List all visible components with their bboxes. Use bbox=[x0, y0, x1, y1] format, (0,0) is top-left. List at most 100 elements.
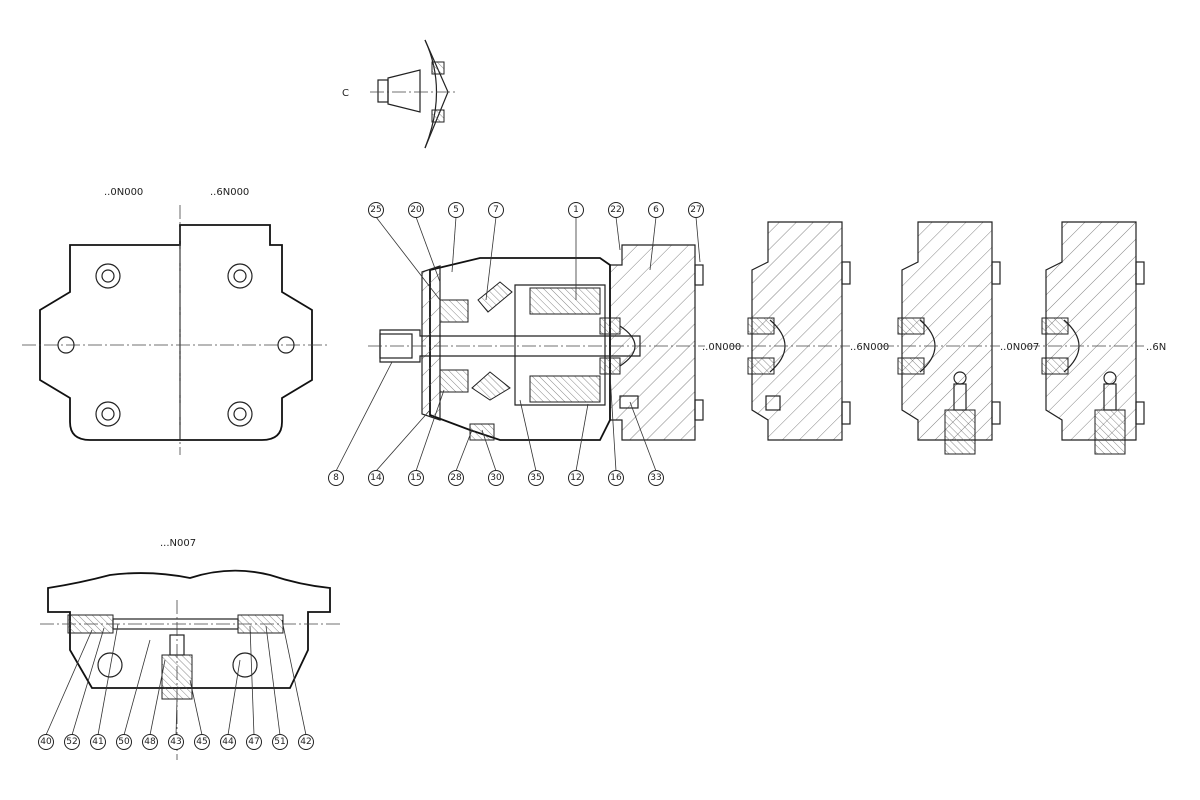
callout-28: 28 bbox=[448, 470, 464, 486]
callout-bubble-42 bbox=[298, 734, 314, 750]
callout-bubble-22 bbox=[608, 202, 624, 218]
callout-leader-20 bbox=[415, 216, 441, 283]
callout-number-51: 51 bbox=[274, 737, 285, 747]
callout-bubble-33 bbox=[648, 470, 664, 486]
variant-view-6n: ..6N bbox=[1026, 221, 1166, 455]
callout-number-27: 27 bbox=[690, 205, 701, 215]
callout-number-47: 47 bbox=[248, 737, 259, 747]
callout-number-50: 50 bbox=[118, 737, 130, 747]
callout-bubble-50 bbox=[116, 734, 132, 750]
callout-number-12: 12 bbox=[570, 473, 581, 483]
callout-bubble-25 bbox=[368, 202, 384, 218]
callout-bubble-8 bbox=[328, 470, 344, 486]
rear-view-label-0n000: ..0N000 bbox=[104, 187, 143, 198]
callout-bubble-40 bbox=[38, 734, 54, 750]
callout-bubble-35 bbox=[528, 470, 544, 486]
callout-leader-40 bbox=[45, 629, 93, 736]
callout-47: 47 bbox=[246, 734, 262, 750]
callout-25: 25 bbox=[368, 202, 384, 218]
callout-number-33: 33 bbox=[650, 473, 661, 483]
callout-bubble-16 bbox=[608, 470, 624, 486]
callout-6: 6 bbox=[648, 202, 664, 218]
callout-1: 1 bbox=[568, 202, 584, 218]
callout-22: 22 bbox=[608, 202, 624, 218]
callout-bubble-7 bbox=[488, 202, 504, 218]
callout-leader-28 bbox=[455, 429, 473, 472]
callout-number-6: 6 bbox=[653, 205, 659, 215]
callout-bubble-14 bbox=[368, 470, 384, 486]
callout-number-14: 14 bbox=[370, 473, 382, 483]
callout-number-5: 5 bbox=[453, 205, 459, 215]
callout-bubble-45 bbox=[194, 734, 210, 750]
callout-42: 42 bbox=[298, 734, 314, 750]
callout-bubble-6 bbox=[648, 202, 664, 218]
callout-number-25: 25 bbox=[370, 205, 381, 215]
callout-40: 40 bbox=[38, 734, 54, 750]
callout-leader-44 bbox=[227, 659, 241, 736]
callout-5: 5 bbox=[448, 202, 464, 218]
callout-leader-8 bbox=[335, 361, 393, 472]
callout-12: 12 bbox=[568, 470, 584, 486]
callout-bubble-30 bbox=[488, 470, 504, 486]
callout-leader-33 bbox=[629, 401, 657, 472]
callout-number-43: 43 bbox=[170, 737, 181, 747]
callout-number-20: 20 bbox=[410, 205, 422, 215]
callout-45: 45 bbox=[194, 734, 210, 750]
callout-leader-48 bbox=[149, 659, 166, 736]
callout-leader-43 bbox=[175, 699, 178, 736]
callout-number-22: 22 bbox=[610, 205, 621, 215]
callout-number-40: 40 bbox=[40, 737, 52, 747]
callout-leader-42 bbox=[281, 619, 307, 736]
callout-44: 44 bbox=[220, 734, 236, 750]
variant-2-suffix: ..6N000 bbox=[850, 342, 889, 353]
callout-leader-25 bbox=[375, 216, 441, 301]
callout-bubble-51 bbox=[272, 734, 288, 750]
detail-c-view: C bbox=[342, 39, 455, 149]
variant-view-0n007: ..0N007 bbox=[880, 221, 1039, 455]
callout-bubble-1 bbox=[568, 202, 584, 218]
callout-bubble-48 bbox=[142, 734, 158, 750]
callout-7: 7 bbox=[488, 202, 504, 218]
callout-leader-52 bbox=[71, 627, 105, 736]
callout-number-28: 28 bbox=[450, 473, 462, 483]
callout-27: 27 bbox=[688, 202, 704, 218]
callout-number-42: 42 bbox=[300, 737, 311, 747]
callout-leader-51 bbox=[265, 625, 281, 736]
callout-leader-12 bbox=[575, 403, 589, 472]
main-section-view: ..0N000 bbox=[368, 244, 741, 441]
callout-leader-50 bbox=[123, 639, 151, 736]
callout-20: 20 bbox=[408, 202, 424, 218]
callout-51: 51 bbox=[272, 734, 288, 750]
callout-bubble-28 bbox=[448, 470, 464, 486]
callout-bubble-15 bbox=[408, 470, 424, 486]
callout-8: 8 bbox=[328, 470, 344, 486]
callout-number-30: 30 bbox=[490, 473, 502, 483]
callout-leader-47 bbox=[249, 625, 255, 736]
callout-43: 43 bbox=[168, 734, 184, 750]
n007-view: ...N007 bbox=[40, 538, 340, 760]
callout-number-41: 41 bbox=[92, 737, 103, 747]
callout-leader-41 bbox=[97, 623, 119, 736]
callout-bubble-52 bbox=[64, 734, 80, 750]
callout-leader-45 bbox=[189, 679, 203, 736]
callout-bubble-44 bbox=[220, 734, 236, 750]
callout-number-45: 45 bbox=[196, 737, 207, 747]
callout-bubble-12 bbox=[568, 470, 584, 486]
variant-3-suffix: ..0N007 bbox=[1000, 342, 1039, 353]
callout-bubble-20 bbox=[408, 202, 424, 218]
callout-leader-22 bbox=[615, 216, 621, 251]
n007-label: ...N007 bbox=[160, 538, 196, 549]
callout-bubble-41 bbox=[90, 734, 106, 750]
callout-number-52: 52 bbox=[66, 737, 77, 747]
callout-number-15: 15 bbox=[410, 473, 421, 483]
callout-30: 30 bbox=[488, 470, 504, 486]
callout-leader-15 bbox=[415, 389, 445, 472]
variant-view-6n000: ..6N000 bbox=[730, 221, 889, 441]
callout-leader-14 bbox=[375, 409, 431, 472]
callout-leader-7 bbox=[485, 216, 497, 301]
callout-bubble-43 bbox=[168, 734, 184, 750]
callout-leader-6 bbox=[649, 216, 657, 271]
callout-41: 41 bbox=[90, 734, 106, 750]
callout-14: 14 bbox=[368, 470, 384, 486]
